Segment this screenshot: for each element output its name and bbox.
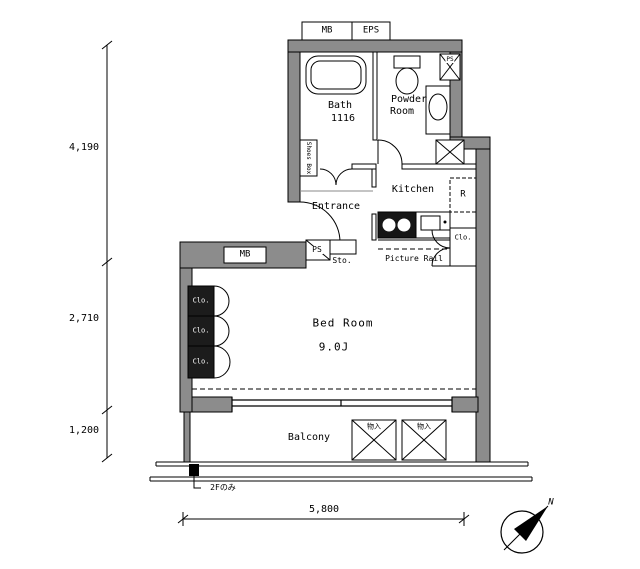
shoes-box-label: Shoes Box (305, 141, 312, 175)
dim-horizontal-bottom: 5,800 (308, 504, 340, 515)
hall-closet-label: Clo. (454, 233, 472, 242)
balcony-storage-1-label: 物入 (366, 422, 382, 431)
kitchen-sink-icon (415, 211, 451, 239)
mb-wall-box (223, 246, 267, 264)
powder-room-label-line2: Room (389, 106, 415, 117)
dimension-lines (101, 40, 470, 526)
eps-shaft-label: EPS (362, 25, 380, 36)
picture-rail-label: Picture Rail (385, 254, 443, 263)
dim-vertical-bottom: 1,200 (68, 425, 100, 436)
refrigerator-space (449, 177, 477, 213)
ps-upper-label: PS (445, 56, 455, 63)
powder-room-label-line1: Powder (390, 94, 428, 105)
kitchen-label: Kitchen (391, 184, 435, 195)
bedroom-label: Bed Room (312, 316, 374, 330)
washer-pan-icon (435, 139, 465, 165)
bath-door-arcs (319, 168, 353, 186)
bath-size-label: 1116 (330, 113, 356, 124)
bedroom-closets (187, 285, 231, 379)
closet-2-label: Clo. (192, 326, 210, 335)
entrance-door-arc (299, 201, 341, 243)
service-shaft-boxes (301, 21, 391, 41)
partition-walls (351, 51, 477, 241)
compass-north-label: N (548, 497, 554, 508)
pipe-space-upper (439, 53, 461, 81)
mb-wall-label: MB (239, 249, 251, 260)
entrance-label: Entrance (311, 201, 361, 212)
balcony-storage-2-label: 物入 (416, 422, 432, 431)
refrigerator-label: R (460, 189, 466, 200)
balcony-label: Balcony (287, 432, 331, 443)
vanity-sink-icon (425, 85, 451, 135)
stove-icon (377, 211, 417, 239)
bedroom-windows (231, 397, 453, 412)
floor-note-label: 2Fのみ (210, 483, 236, 492)
bedroom-size-label: 9.0J (318, 340, 350, 354)
toilet-icon (393, 55, 421, 95)
ps-lower-label: PS (311, 245, 323, 254)
bathtub-icon (305, 55, 367, 95)
mb-shaft-label: MB (321, 25, 333, 36)
floor-note-marker (189, 464, 201, 489)
storage-label: Sto. (332, 256, 352, 265)
bath-room-label: Bath (327, 100, 353, 111)
hall-closet (431, 227, 477, 267)
dim-vertical-middle: 2,710 (68, 313, 100, 324)
balcony-edge-lines (149, 461, 533, 482)
closet-3-label: Clo. (192, 357, 210, 366)
dim-vertical-top: 4,190 (68, 142, 100, 153)
storage-box (329, 239, 357, 255)
entry-threshold (288, 201, 300, 243)
powder-room-door-arc (377, 139, 403, 165)
closet-1-label: Clo. (192, 296, 210, 305)
shoes-box (299, 139, 318, 177)
north-compass-icon (500, 505, 549, 554)
